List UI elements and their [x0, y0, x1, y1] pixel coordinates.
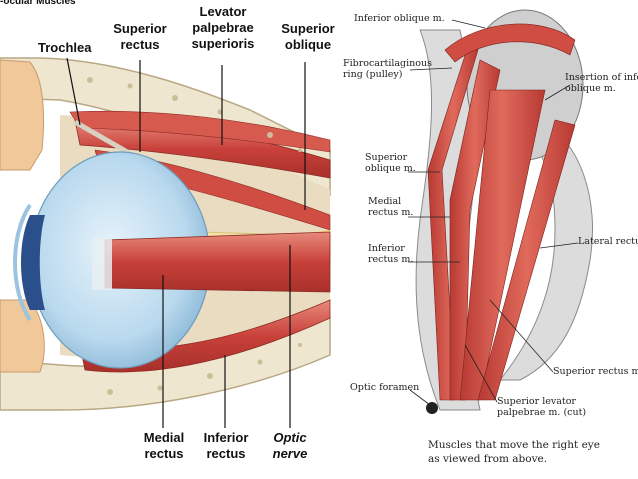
- right-orbit-illustration: [415, 9, 594, 414]
- label-superior-levator-line2: palpebrae m. (cut): [497, 407, 587, 418]
- label-inferior-rectus-m-line2: rectus m.: [368, 254, 414, 265]
- label-inferior-rectus-m-line1: Inferior: [368, 243, 405, 254]
- label-insertion-inferior-oblique: Insertion of inferior oblique m.: [565, 72, 638, 94]
- label-fibrocartilaginous: Fibrocartilaginous ring (pulley): [343, 58, 432, 80]
- label-inferior-rectus-line2: rectus: [206, 446, 246, 461]
- medial-rectus-muscle: [104, 231, 331, 293]
- medial-rectus-tendon: [92, 238, 112, 290]
- right-inferior-oblique-m: [444, 23, 576, 63]
- label-lateral-rectus-m: Lateral rectus m.: [578, 236, 638, 247]
- cornea: [13, 203, 32, 322]
- label-optic-nerve: Optic nerve: [266, 430, 314, 462]
- label-inferior-rectus-m: Inferior rectus m.: [368, 243, 413, 265]
- label-optic-nerve-line2: nerve: [272, 446, 308, 461]
- label-medial-rectus-line1: Medial: [143, 430, 185, 445]
- right-lateral-rectus-m: [477, 119, 576, 401]
- right-optic-foramen: [426, 402, 438, 414]
- label-optic-nerve-line1: Optic: [273, 430, 307, 445]
- right-leader-lines: [408, 19, 579, 406]
- label-superior-oblique-m-line1: Superior: [365, 152, 408, 163]
- label-superior-oblique-m-line2: oblique m.: [365, 163, 416, 174]
- right-superior-rectus-m: [459, 89, 546, 401]
- left-leader-lines: [66, 57, 306, 428]
- label-superior-rectus-line2: rectus: [120, 37, 160, 52]
- label-superior-levator-line1: Superior levator: [497, 396, 576, 407]
- header-fragment: -ocular Muscles: [0, 0, 76, 7]
- label-superior-oblique-line1: Superior: [281, 21, 335, 36]
- iris: [21, 215, 45, 310]
- label-medial-rectus-m-line2: rectus m.: [368, 207, 414, 218]
- label-levator-line2: palpebrae: [192, 20, 254, 35]
- label-levator-line3: superioris: [191, 36, 255, 51]
- label-medial-rectus-line2: rectus: [144, 446, 184, 461]
- label-medial-rectus: Medial rectus: [138, 430, 190, 462]
- label-superior-rectus-m: Superior rectus m.: [553, 366, 638, 377]
- right-caption-line2: as viewed from above.: [428, 453, 548, 465]
- eyelid-skin: [0, 59, 45, 171]
- label-inferior-oblique-m: Inferior oblique m.: [354, 13, 445, 24]
- label-levator: Levator palpebrae superioris: [190, 4, 256, 52]
- bone-texture: [87, 77, 302, 395]
- label-insertion-line1: Insertion of inferior: [565, 72, 638, 83]
- right-caption-line1: Muscles that move the right eye: [428, 439, 600, 451]
- label-inferior-rectus: Inferior rectus: [198, 430, 254, 462]
- label-inferior-rectus-line1: Inferior: [203, 430, 249, 445]
- label-superior-oblique-line2: oblique: [284, 37, 332, 52]
- label-superior-rectus: Superior rectus: [110, 21, 170, 53]
- label-fibrocartilaginous-line1: Fibrocartilaginous: [343, 58, 433, 69]
- label-insertion-line2: oblique m.: [565, 83, 616, 94]
- label-optic-foramen: Optic foramen: [350, 382, 420, 393]
- label-levator-line1: Levator: [199, 4, 247, 19]
- lower-eyelid-skin: [0, 299, 45, 373]
- label-superior-oblique: Superior oblique: [276, 21, 340, 53]
- right-caption: Muscles that move the right eye as viewe…: [428, 438, 600, 466]
- label-fibrocartilaginous-line2: ring (pulley): [343, 69, 403, 80]
- left-orbit-illustration: [0, 57, 331, 411]
- label-medial-rectus-m: Medial rectus m.: [368, 196, 413, 218]
- label-superior-rectus-line1: Superior: [113, 21, 167, 36]
- label-trochlea: Trochlea: [38, 40, 92, 55]
- label-superior-oblique-m: Superior oblique m.: [365, 152, 416, 174]
- levator-muscle: [69, 110, 331, 153]
- label-superior-levator: Superior levator palpebrae m. (cut): [497, 396, 586, 418]
- label-medial-rectus-m-line1: Medial: [368, 196, 402, 207]
